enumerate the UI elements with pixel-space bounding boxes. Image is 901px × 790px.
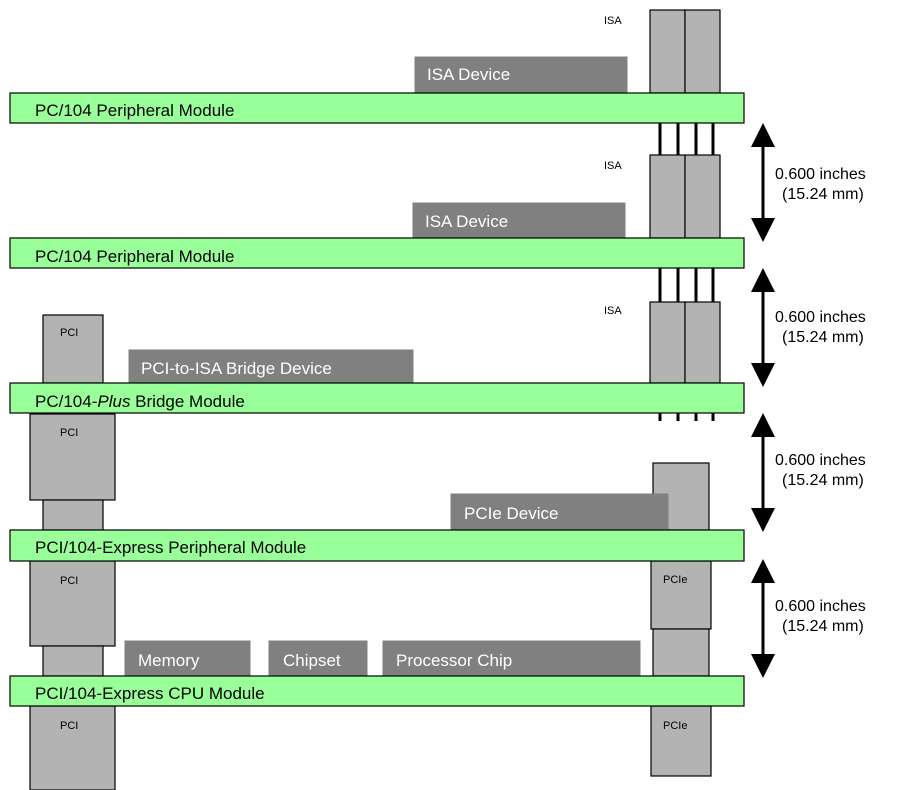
pcie-connector-mid-post — [652, 628, 710, 677]
pcie-connector-stack — [650, 462, 712, 777]
pcie-label-1: PCIe — [663, 574, 687, 586]
board-3-label: PC/104-Plus Bridge Module — [35, 392, 245, 411]
isa-device-1-label: ISA Device — [427, 65, 510, 84]
board-5-label: PCI/104-Express CPU Module — [35, 684, 265, 703]
pci-label-1: PCI — [60, 327, 78, 339]
isa-label-low: ISA — [604, 305, 622, 317]
spacing-2-line2: (15.24 mm) — [782, 329, 864, 346]
board-3-label-prefix: PC/104- — [35, 392, 97, 411]
pci-label-4: PCI — [60, 720, 78, 732]
pci-connector-2-post — [42, 499, 104, 531]
isa-label-top: ISA — [604, 15, 622, 27]
processor-device-label: Processor Chip — [396, 651, 512, 670]
isa-device-1 — [414, 56, 628, 94]
pci-connector-3-post — [42, 645, 104, 677]
board-4-label: PCI/104-Express Peripheral Module — [35, 538, 306, 557]
bridge-device — [128, 349, 414, 384]
pci-connector-2 — [29, 413, 116, 501]
isa-connector-top-right — [684, 9, 721, 94]
isa-label-mid: ISA — [604, 160, 622, 172]
pci-connector-stack — [29, 314, 116, 790]
isa-device-2 — [412, 202, 626, 239]
isa-connector-mid-left — [649, 154, 686, 239]
spacing-3-line2: (15.24 mm) — [782, 472, 864, 489]
pcie-label-2: PCIe — [663, 720, 687, 732]
pci-connector-1 — [42, 314, 104, 384]
pci-label-2: PCI — [60, 427, 78, 439]
spacing-4-line2: (15.24 mm) — [782, 618, 864, 635]
board-pc104-peripheral-1 — [9, 92, 745, 124]
pcie-device — [450, 493, 669, 531]
devices — [124, 56, 669, 677]
board-1-label: PC/104 Peripheral Module — [35, 101, 234, 120]
pcie-device-label: PCIe Device — [464, 504, 558, 523]
pci-connector-3 — [29, 560, 116, 647]
board-pci104-express-peripheral — [9, 529, 745, 562]
memory-device — [124, 640, 251, 677]
board-pc104-peripheral-2 — [9, 237, 745, 269]
spacing-1-line2: (15.24 mm) — [782, 186, 864, 203]
pcie-connector-mid — [650, 560, 712, 630]
pci-label-3: PCI — [60, 575, 78, 587]
isa-connector-low-left — [649, 301, 686, 384]
processor-device — [382, 640, 641, 677]
memory-device-label: Memory — [138, 651, 200, 670]
isa-connector-stack — [649, 9, 721, 384]
board-2-label: PC/104 Peripheral Module — [35, 247, 234, 266]
board-pci104-express-cpu — [9, 675, 745, 707]
spacing-4-line1: 0.600 inches — [775, 598, 866, 615]
bridge-device-label: PCI-to-ISA Bridge Device — [141, 359, 332, 378]
chipset-device-label: Chipset — [283, 651, 341, 670]
chipset-device — [268, 640, 368, 677]
isa-device-2-label: ISA Device — [425, 212, 508, 231]
board-3-label-suffix: Bridge Module — [130, 392, 244, 411]
isa-connector-mid-right — [684, 154, 721, 239]
spacing-1-line1: 0.600 inches — [775, 166, 866, 183]
isa-connector-top-left — [649, 9, 686, 94]
board-3-label-italic: Plus — [97, 392, 131, 411]
board-pc104plus-bridge — [9, 382, 745, 414]
isa-pins — [658, 123, 715, 421]
pci-connector-4 — [29, 705, 116, 790]
spacing-3-line1: 0.600 inches — [775, 452, 866, 469]
spacing-2-line1: 0.600 inches — [775, 309, 866, 326]
pcie-connector-bottom — [650, 705, 712, 777]
boards — [9, 92, 745, 707]
isa-connector-low-right — [684, 301, 721, 384]
